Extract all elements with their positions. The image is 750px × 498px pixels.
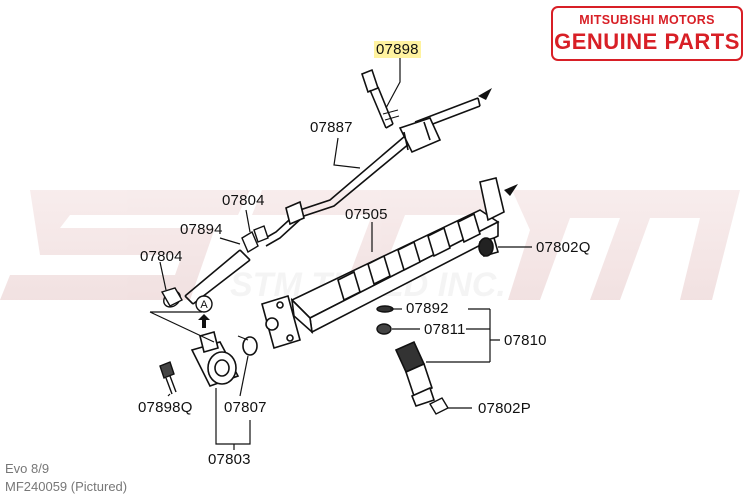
badge-brand: MITSUBISHI MOTORS [579,13,715,27]
callout-07802p: 07802P [478,400,531,417]
bolt-07898q [159,361,177,395]
injector-07810 [394,340,436,407]
fuel-rail-07505 [261,177,505,350]
footer-model: Evo 8/9 [5,461,50,476]
view-a-marker: A [195,295,213,328]
badge-title: GENUINE PARTS [554,29,740,54]
watermark-logo: STM TUNED INC. [0,190,740,304]
callout-07804-left: 07804 [140,248,183,265]
regulator-07803 [190,331,240,387]
clamp-07804-left [160,287,183,308]
callout-07898: 07898 [374,41,421,58]
footer-part-ref: MF240059 (Pictured) [5,479,128,494]
seal-07811 [376,323,392,335]
fuel-tube-07887 [261,97,481,247]
callout-07898q: 07898Q [138,399,193,416]
bolt-07898 [361,68,400,129]
callout-07894: 07894 [180,221,223,238]
oring-07807 [242,336,258,356]
arrow-icon [504,184,518,196]
callout-07811: 07811 [424,321,466,338]
leader-lines [149,57,532,450]
callout-07810: 07810 [504,332,547,349]
callout-07804-top: 07804 [222,192,265,209]
genuine-parts-badge: MITSUBISHI MOTORS GENUINE PARTS [551,6,743,61]
callout-07887: 07887 [310,119,353,136]
clamp-07804-top [241,225,269,254]
callout-07807: 07807 [224,399,267,416]
arrow-icon [478,88,492,100]
callout-07505: 07505 [345,206,388,223]
svg-text:A: A [200,299,208,311]
callout-07892: 07892 [406,300,449,317]
cap-07802q [478,237,499,257]
callout-07802q: 07802Q [536,239,591,256]
callout-07803: 07803 [208,451,251,468]
